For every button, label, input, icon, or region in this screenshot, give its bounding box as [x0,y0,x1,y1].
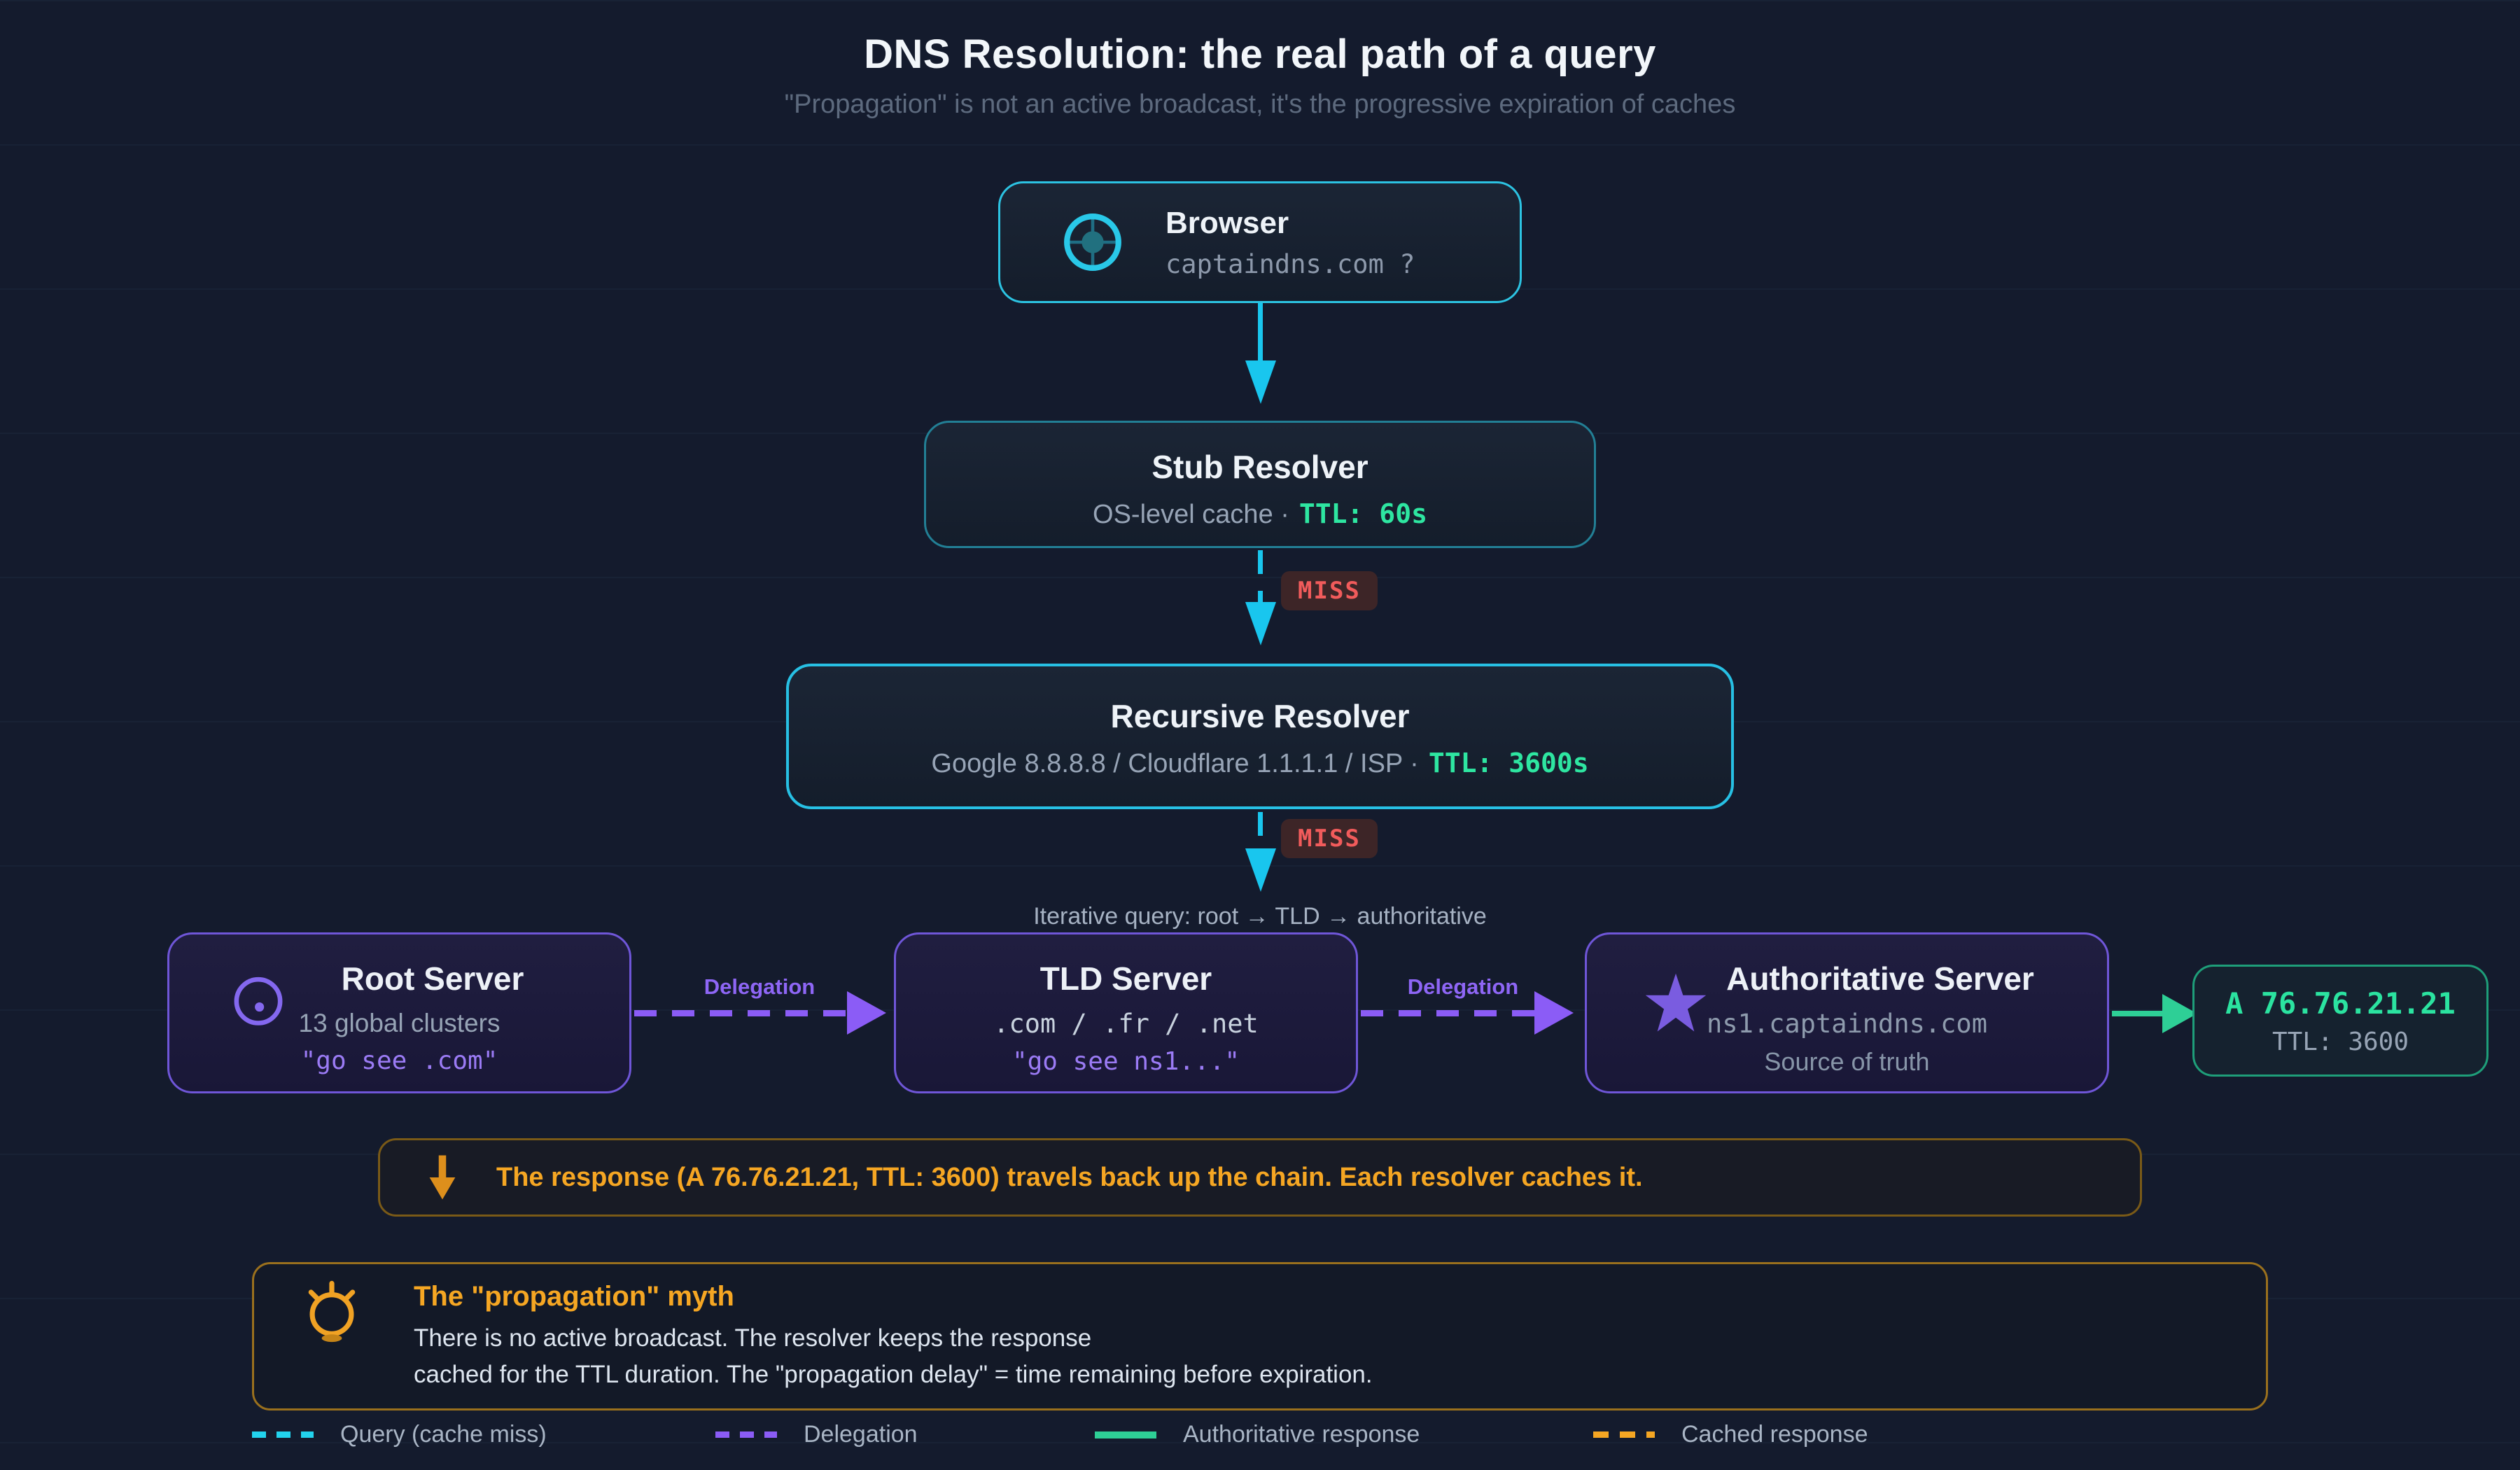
legend-label-query: Query (cache miss) [340,1421,547,1448]
authoritative-server-line1: ns1.captaindns.com [1707,1009,1987,1039]
miss-badge-2: MISS [1281,819,1378,858]
response-callout: The response (A 76.76.21.21, TTL: 3600) … [378,1138,2142,1217]
myth-title: The "propagation" myth [414,1281,734,1312]
authoritative-response-arrow-line [2112,1011,2164,1016]
page-subtitle: "Propagation" is not an active broadcast… [784,90,1736,119]
star-icon [1643,971,1709,1040]
legend-item-query: Query (cache miss) [252,1421,547,1448]
legend-swatch-authoritative-solid-green [1095,1431,1156,1438]
circle-dot-icon [230,974,287,1035]
root-server-line1: 13 global clusters [298,1009,500,1037]
tld-server-line1: .com / .fr / .net [993,1009,1259,1039]
query-arrow-2-head [1245,602,1276,645]
recursive-ttl: TTL: 3600s [1428,748,1589,778]
browser-query: captaindns.com ? [1166,248,1415,279]
delegation-arrow-2-line [1361,1010,1536,1016]
delegation-arrow-1-line [634,1010,848,1016]
tld-server-line2: "go see ns1..." [1011,1047,1240,1076]
arrow-down-icon [426,1153,458,1202]
browser-node: Browser captaindns.com ? [998,181,1522,303]
authoritative-server-line2: Source of truth [1764,1047,1930,1076]
authoritative-server-title: Authoritative Server [1726,960,2034,997]
legend-swatch-delegation-dashed-purple [715,1432,777,1438]
tld-server-title: TLD Server [1040,960,1212,997]
root-server-title: Root Server [341,960,524,997]
browser-title: Browser [1166,205,1289,240]
iterative-query-note: Iterative query: root → TLD → authoritat… [1033,903,1487,930]
legend-label-delegation: Delegation [804,1421,918,1448]
stub-desc: OS-level cache · [1093,500,1289,529]
delegation-label-1: Delegation [704,974,816,999]
delegation-arrow-1-head [847,991,886,1035]
recursive-resolver-node: Recursive Resolver Google 8.8.8.8 / Clou… [786,664,1734,809]
legend-swatch-cached-dashed-orange [1593,1432,1655,1438]
root-server-line2: "go see .com" [300,1046,498,1075]
recursive-title: Recursive Resolver [1110,698,1410,734]
stub-subtitle: OS-level cache · TTL: 60s [926,498,1594,530]
miss-badge-1: MISS [1281,571,1378,610]
authoritative-server-node: Authoritative Server ns1.captaindns.com … [1585,932,2109,1093]
stub-title: Stub Resolver [1152,449,1368,485]
answer-record-node: A 76.76.21.21 TTL: 3600 [2192,965,2488,1077]
root-server-node: Root Server 13 global clusters "go see .… [167,932,631,1093]
crosshair-icon [1060,210,1125,274]
authoritative-response-arrow-head [2162,994,2197,1033]
recursive-subtitle: Google 8.8.8.8 / Cloudflare 1.1.1.1 / IS… [789,748,1731,779]
query-arrow-1-head [1245,360,1276,404]
query-arrow-3-head [1245,848,1276,892]
tld-server-node: TLD Server .com / .fr / .net "go see ns1… [894,932,1358,1093]
myth-panel: The "propagation" myth There is no activ… [252,1262,2268,1410]
callout-text: The response (A 76.76.21.21, TTL: 3600) … [496,1162,1643,1192]
page-title: DNS Resolution: the real path of a query [864,31,1656,77]
myth-line-1: There is no active broadcast. The resolv… [414,1324,1092,1352]
stub-ttl: TTL: 60s [1298,498,1427,529]
delegation-label-2: Delegation [1407,974,1519,999]
legend-swatch-query-dashed-cyan [252,1432,314,1438]
legend-label-authoritative: Authoritative response [1183,1421,1420,1448]
myth-line-2: cached for the TTL duration. The "propag… [414,1361,1373,1388]
lightbulb-icon [300,1280,363,1346]
answer-ttl: TTL: 3600 [2272,1028,2409,1056]
legend-item-delegation: Delegation [715,1421,918,1448]
legend-label-cached: Cached response [1681,1421,1868,1448]
legend-item-cached: Cached response [1593,1421,1868,1448]
browser-text: Browser captaindns.com ? [1166,206,1415,279]
delegation-arrow-2-head [1534,991,1574,1035]
query-arrow-1-line [1258,303,1263,362]
query-arrow-2-line [1258,550,1263,603]
answer-record: A 76.76.21.21 [2225,986,2456,1021]
stub-resolver-node: Stub Resolver OS-level cache · TTL: 60s [924,421,1596,548]
recursive-desc: Google 8.8.8.8 / Cloudflare 1.1.1.1 / IS… [931,749,1419,778]
query-arrow-3-line [1258,812,1263,850]
legend-item-authoritative: Authoritative response [1095,1421,1420,1448]
